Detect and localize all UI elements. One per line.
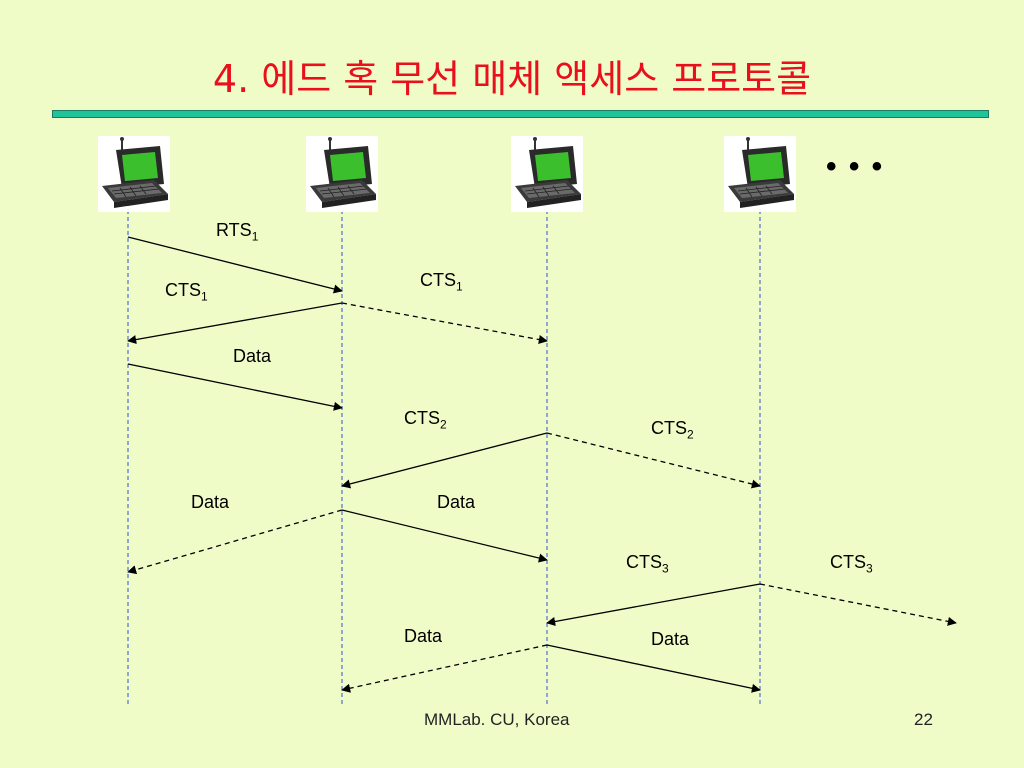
message-label: CTS3 [830, 552, 873, 576]
title-underline [52, 110, 989, 118]
message-label-text: CTS [626, 552, 662, 572]
page-number: 22 [914, 710, 933, 729]
message-label-text: Data [404, 626, 443, 646]
message-arrow-rts-1 [127, 236, 343, 294]
message-label-text: CTS [165, 280, 201, 300]
message-arrow-data [546, 644, 761, 693]
message-label-subscript: 3 [662, 561, 669, 576]
message-arrow-data [127, 363, 343, 411]
message-label-text: CTS [651, 418, 687, 438]
more-nodes-ellipsis: • • • [826, 150, 885, 183]
message-label-text: Data [191, 492, 230, 512]
laptop-icon [306, 136, 378, 212]
message-label-text: Data [233, 346, 272, 366]
message-label: CTS2 [404, 408, 447, 432]
message-arrow-data [127, 509, 343, 575]
message-label: Data [651, 629, 689, 650]
slide-title: 4. 에드 혹 무선 매체 액세스 프로토콜 [212, 57, 812, 101]
message-arrow-cts-1 [341, 302, 548, 344]
message-arrow-cts-2 [546, 432, 761, 489]
message-label: CTS1 [420, 270, 463, 294]
message-label: RTS1 [216, 220, 258, 244]
message-label-text: RTS [216, 220, 252, 240]
message-arrow-cts-3 [759, 583, 957, 626]
message-label-subscript: 3 [866, 561, 873, 576]
laptop-icon [98, 136, 170, 212]
message-label: Data [404, 626, 442, 647]
message-label-text: CTS [830, 552, 866, 572]
message-label-text: Data [437, 492, 476, 512]
footer-source: MMLab. CU, Korea [424, 710, 570, 729]
message-label: Data [191, 492, 229, 513]
message-arrow-data [341, 509, 548, 563]
laptop-icon [511, 136, 583, 212]
message-label: Data [233, 346, 271, 367]
message-label: CTS2 [651, 418, 694, 442]
laptop-icon [724, 136, 796, 212]
message-label: Data [437, 492, 475, 513]
message-label: CTS1 [165, 280, 208, 304]
message-label: CTS3 [626, 552, 669, 576]
message-arrow-cts-2 [341, 432, 548, 489]
message-label-subscript: 2 [687, 427, 694, 442]
message-arrow-cts-3 [546, 583, 761, 627]
message-arrow-cts-1 [127, 302, 343, 345]
message-label-subscript: 1 [456, 279, 463, 294]
message-label-subscript: 1 [201, 289, 208, 304]
message-label-subscript: 1 [251, 229, 259, 244]
message-arrow-data [341, 644, 548, 693]
message-label-text: Data [651, 629, 690, 649]
message-label-text: CTS [404, 408, 440, 428]
message-label-subscript: 2 [440, 417, 447, 432]
message-label-text: CTS [420, 270, 456, 290]
